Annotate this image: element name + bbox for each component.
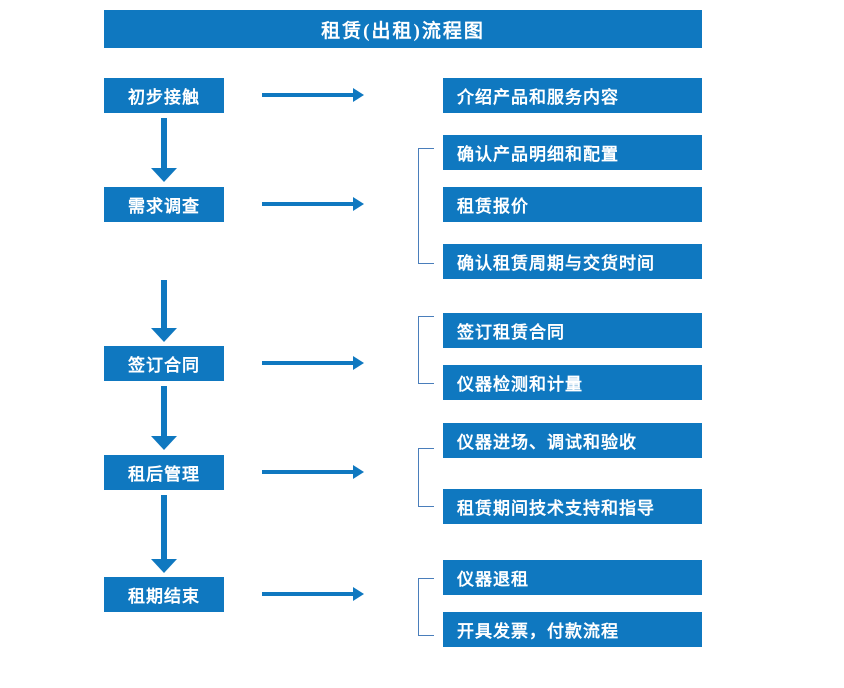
bracket-needs-survey-group bbox=[418, 148, 434, 264]
task-box-lease-quotation[interactable]: 租赁报价 bbox=[443, 187, 702, 222]
stage-box-needs-survey[interactable]: 需求调查 bbox=[104, 187, 224, 222]
stage-box-post-lease-management[interactable]: 租后管理 bbox=[104, 455, 224, 490]
horizontal-arrow-needs-survey bbox=[262, 195, 364, 213]
vertical-arrow-needs-to-contract bbox=[151, 280, 177, 342]
task-box-instrument-return[interactable]: 仪器退租 bbox=[443, 560, 702, 595]
task-box-instrument-inspection[interactable]: 仪器检测和计量 bbox=[443, 365, 702, 400]
stage-box-initial-contact[interactable]: 初步接触 bbox=[104, 78, 224, 113]
vertical-arrow-postlease-to-leaseend bbox=[151, 495, 177, 573]
horizontal-arrow-initial-contact bbox=[262, 86, 364, 104]
bracket-post-lease-group bbox=[418, 448, 434, 507]
task-box-invoice-payment[interactable]: 开具发票，付款流程 bbox=[443, 612, 702, 647]
bracket-sign-contract-group bbox=[418, 316, 434, 384]
vertical-arrow-initial-to-needs bbox=[151, 118, 177, 182]
task-box-technical-support[interactable]: 租赁期间技术支持和指导 bbox=[443, 489, 702, 524]
horizontal-arrow-sign-contract bbox=[262, 354, 364, 372]
horizontal-arrow-lease-end bbox=[262, 585, 364, 603]
task-box-instrument-entry-commissioning[interactable]: 仪器进场、调试和验收 bbox=[443, 423, 702, 458]
task-box-confirm-lease-period[interactable]: 确认租赁周期与交货时间 bbox=[443, 244, 702, 279]
bracket-lease-end-group bbox=[418, 578, 434, 636]
horizontal-arrow-post-lease bbox=[262, 463, 364, 481]
vertical-arrow-contract-to-postlease bbox=[151, 386, 177, 450]
diagram-title: 租赁(出租)流程图 bbox=[104, 10, 702, 48]
task-box-introduce-products[interactable]: 介绍产品和服务内容 bbox=[443, 78, 702, 113]
task-box-sign-lease-contract[interactable]: 签订租赁合同 bbox=[443, 313, 702, 348]
stage-box-lease-end[interactable]: 租期结束 bbox=[104, 577, 224, 612]
stage-box-sign-contract[interactable]: 签订合同 bbox=[104, 346, 224, 381]
task-box-confirm-product-details[interactable]: 确认产品明细和配置 bbox=[443, 135, 702, 170]
